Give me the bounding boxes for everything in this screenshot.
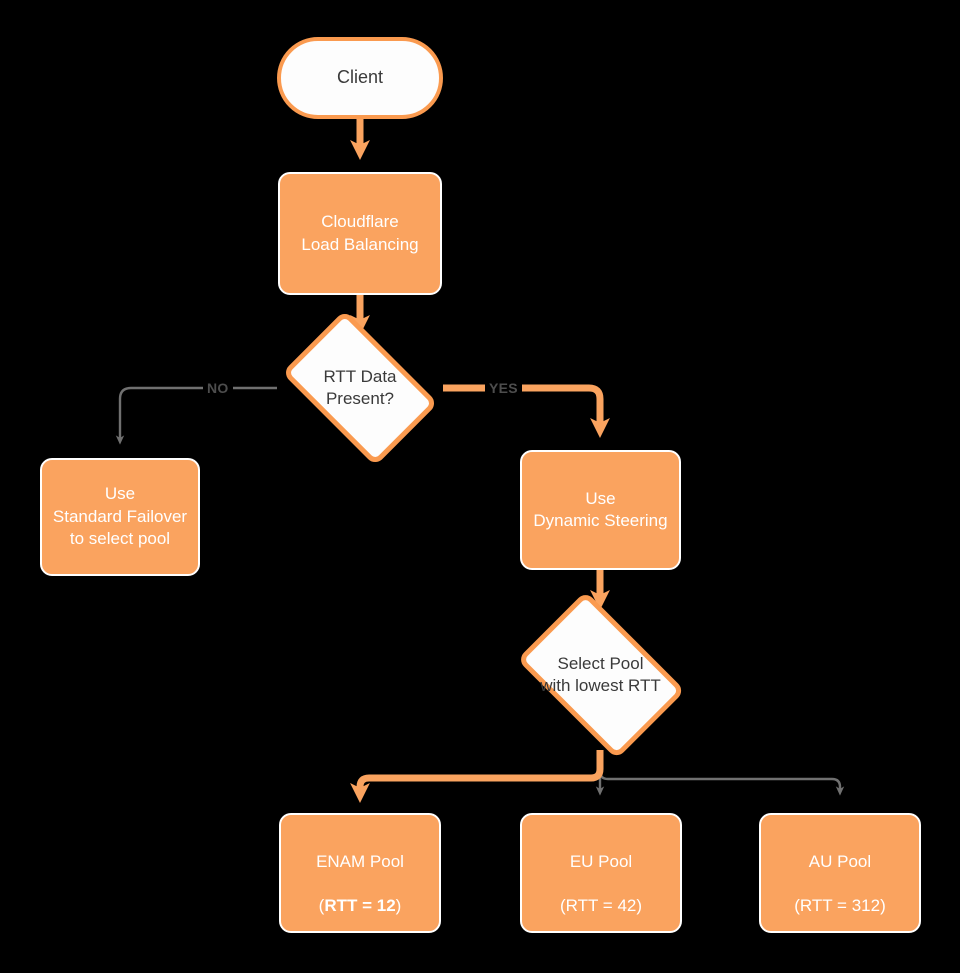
node-enam-pool-paren-open: ( (318, 896, 325, 916)
node-enam-pool-rtt: RTT = 12 (324, 896, 396, 916)
node-dynamic-steering[interactable]: Use Dynamic Steering (520, 450, 681, 570)
node-dynamic-steering-label: Use Dynamic Steering (533, 488, 668, 530)
edge-label-no-text: NO (207, 380, 229, 396)
diamond-shape (516, 590, 685, 760)
node-select-pool-decision[interactable]: Select Pool with lowest RTT (512, 590, 689, 760)
node-client-label: Client (336, 67, 384, 88)
node-enam-pool-label: ENAM Pool (RTT = 12) (316, 828, 404, 918)
node-au-pool-name: AU Pool (808, 851, 872, 871)
node-cloudflare-load-balancing-label: Cloudflare Load Balancing (301, 212, 419, 254)
node-rtt-data-present-decision[interactable]: RTT Data Present? (277, 309, 443, 467)
edge-rtt-decision-to-standard-failover (115, 386, 277, 445)
node-au-pool[interactable]: AU Pool (RTT = 312) (759, 813, 921, 933)
node-standard-failover-label: Use Standard Failover to select pool (52, 484, 188, 549)
node-eu-pool-paren-close: ) (636, 896, 643, 916)
node-enam-pool-name: ENAM Pool (316, 851, 404, 871)
node-cloudflare-load-balancing[interactable]: Cloudflare Load Balancing (278, 172, 442, 295)
node-enam-pool-paren-close: ) (395, 896, 402, 916)
edge-label-yes: YES (485, 380, 522, 396)
edge-label-no: NO (203, 380, 233, 396)
node-au-pool-label: AU Pool (RTT = 312) (794, 828, 886, 918)
node-standard-failover[interactable]: Use Standard Failover to select pool (40, 458, 200, 576)
node-enam-pool[interactable]: ENAM Pool (RTT = 12) (279, 813, 441, 933)
diamond-shape (281, 309, 439, 467)
node-au-pool-paren-close: ) (880, 896, 886, 916)
node-eu-pool-label: EU Pool (RTT = 42) (560, 828, 642, 918)
edge-label-yes-text: YES (489, 380, 518, 396)
node-au-pool-paren-open: ( (794, 896, 800, 916)
node-client[interactable]: Client (277, 37, 443, 119)
node-eu-pool[interactable]: EU Pool (RTT = 42) (520, 813, 682, 933)
node-au-pool-rtt: RTT = 312 (799, 896, 881, 916)
node-eu-pool-paren-open: ( (559, 896, 566, 916)
edge-select-pool-to-au-pool (598, 750, 845, 796)
edge-select-pool-to-enam-pool (350, 750, 604, 803)
node-eu-pool-rtt: RTT = 42 (565, 896, 637, 916)
edge-rtt-decision-to-dynamic-steering (443, 384, 610, 438)
node-eu-pool-name: EU Pool (569, 851, 633, 871)
